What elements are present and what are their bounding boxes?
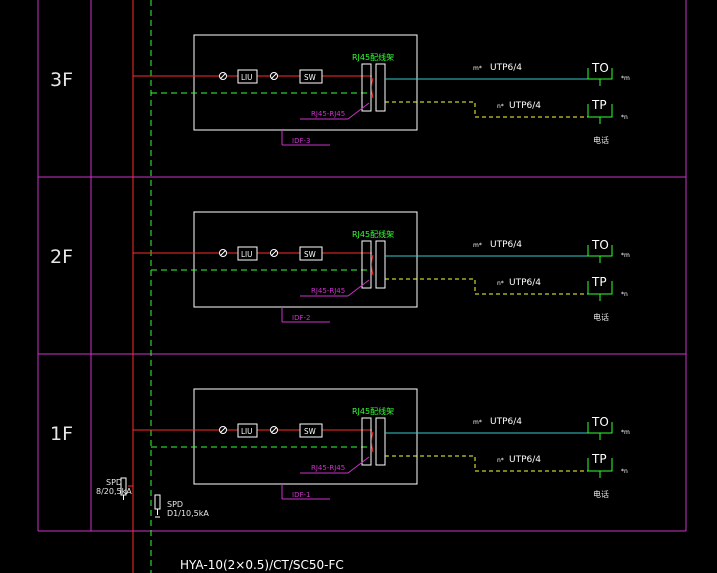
to-quantity-label: *m [621,252,630,259]
patch-panel-right [375,240,386,289]
tp-quantity-label: *n [621,114,628,121]
liu-box [237,246,258,261]
patch-cord-label: RJ45-RJ45 [311,110,345,118]
idf-label: IDF-1 [292,491,310,499]
patch-panel-left [361,240,372,289]
switch-label: SW [304,427,316,436]
tp-cable-label: UTP6/4 [509,101,541,111]
floor-label: 1F [50,423,73,445]
patch-panel-label: RJ45配线架 [352,52,394,62]
spd-left-label: SPD [106,478,122,487]
liu-box [237,423,258,438]
switch-box [299,246,323,261]
spd-right-label: SPD [167,500,183,509]
spd-left: SPD 8/20,5kA [96,477,133,500]
to-cable-label: UTP6/4 [490,417,522,427]
floor-label: 2F [50,246,73,268]
to-outlet-label: TO [591,238,609,252]
patch-panel-right [375,63,386,112]
tp-count-label: n* [497,280,504,287]
patch-panel-label: RJ45配线架 [352,229,394,239]
liu-label: LIU [241,427,252,436]
patch-cord-arc [371,254,374,276]
to-cable-label: UTP6/4 [490,240,522,250]
idf-label: IDF-2 [292,314,310,322]
patch-cord-label: RJ45-RJ45 [311,287,345,295]
liu-label: LIU [241,73,252,82]
to-quantity-label: *m [621,75,630,82]
to-count-label: m* [473,419,482,426]
patch-panel-left [361,417,372,466]
switch-label: SW [304,73,316,82]
tp-note-label: 电话 [593,135,609,145]
liu-label: LIU [241,250,252,259]
idf-cabinet-box [193,388,418,485]
patch-panel-left [361,63,372,112]
tp-outlet-label: TP [591,98,607,112]
switch-box [299,423,323,438]
idf-label: IDF-3 [292,137,310,145]
to-count-label: m* [473,242,482,249]
patch-cord-arc [371,77,374,99]
to-outlet-label: TO [591,415,609,429]
patch-panel-right [375,417,386,466]
tp-quantity-label: *n [621,468,628,475]
tp-count-label: n* [497,103,504,110]
tp-cable-line [385,101,588,118]
spd-left-rating: 8/20,5kA [96,487,132,496]
idf-cabinet-box [193,34,418,131]
spd-right-symbol [154,494,161,510]
floor-label: 3F [50,69,73,91]
to-quantity-label: *m [621,429,630,436]
tp-cable-line [385,455,588,472]
liu-box [237,69,258,84]
spd-right-rating: D1/10,5kA [167,509,209,518]
tp-note-label: 电话 [593,312,609,322]
tp-outlet-label: TP [591,275,607,289]
tp-quantity-label: *n [621,291,628,298]
tp-outlet-label: TP [591,452,607,466]
tp-cable-label: UTP6/4 [509,278,541,288]
spd-right: SPD D1/10,5kA [154,494,209,518]
tp-note-label: 电话 [593,489,609,499]
to-count-label: m* [473,65,482,72]
idf-cabinet-box [193,211,418,308]
tp-cable-line [385,278,588,295]
patch-cord-label: RJ45-RJ45 [311,464,345,472]
patch-panel-label: RJ45配线架 [352,406,394,416]
patch-cord-arc [371,431,374,453]
tp-cable-label: UTP6/4 [509,455,541,465]
to-cable-label: UTP6/4 [490,63,522,73]
switch-box [299,69,323,84]
frame [37,0,687,532]
switch-label: SW [304,250,316,259]
to-outlet-label: TO [591,61,609,75]
bottom-cable-label: HYA-10(2×0.5)/CT/SC50-FC [180,558,344,572]
tp-count-label: n* [497,457,504,464]
